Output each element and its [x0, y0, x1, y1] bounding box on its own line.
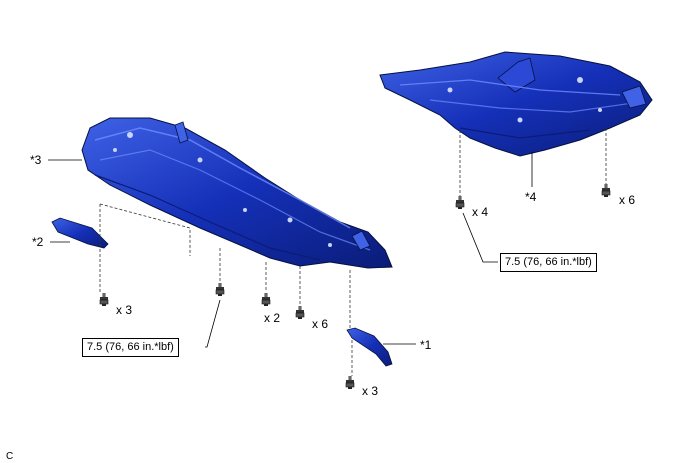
qty-clip-bottom: x 3 — [362, 384, 378, 398]
qty-bolt-center-b: x 6 — [312, 317, 328, 331]
rear-engine-under-cover — [379, 51, 653, 157]
dashed-guides — [99, 128, 607, 376]
bolt-icon — [295, 305, 305, 320]
torque-spec-front: 7.5 (76, 66 in.*lbf) — [82, 338, 179, 357]
callout-3: *3 — [30, 153, 42, 167]
callout-4: *4 — [525, 190, 537, 204]
clip-icon — [345, 375, 355, 390]
leader-lines — [48, 152, 533, 348]
bolt-icon — [215, 282, 225, 297]
right-side-bracket — [346, 327, 393, 367]
torque-spec-rear: 7.5 (76, 66 in.*lbf) — [500, 253, 597, 272]
qty-bolt-rear-right: x 6 — [619, 193, 635, 207]
front-engine-under-cover — [81, 117, 393, 269]
qty-bolt-rear-left: x 4 — [472, 205, 488, 219]
callout-2: *2 — [32, 235, 44, 249]
bolt-icon — [455, 195, 465, 210]
bolt-icon — [601, 183, 611, 198]
callout-1: *1 — [420, 338, 432, 352]
bolt-icon — [261, 292, 271, 307]
qty-clip-left: x 3 — [116, 303, 132, 317]
figure-code: C — [6, 451, 13, 462]
left-side-bracket — [51, 217, 109, 249]
clip-icon — [99, 292, 109, 307]
qty-bolt-center-a: x 2 — [264, 311, 280, 325]
